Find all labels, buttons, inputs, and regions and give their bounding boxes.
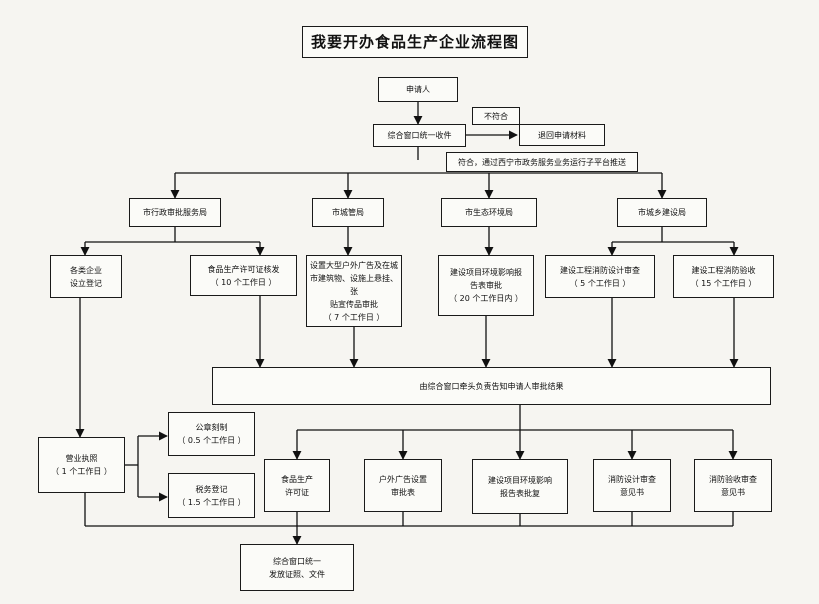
dept-urban-rural-construction: 市城乡建设局 (617, 198, 707, 227)
dept-label: 市行政审批服务局 (143, 208, 207, 217)
dept-ecology-environment: 市生态环境局 (441, 198, 537, 227)
item-line: 税务登记 (195, 484, 228, 494)
item-line: 市建筑物、设施上悬挂、张 (310, 273, 398, 296)
return-materials-text: 退回申请材料 (538, 130, 586, 140)
window-receive-box: 综合窗口统一收件 (373, 124, 466, 147)
item-duration: （ 7 个工作日 ） (323, 312, 385, 322)
item-line: 告表审批 (470, 281, 502, 290)
result-line: 建设项目环境影响 (488, 475, 552, 485)
dept-label: 市生态环境局 (465, 208, 513, 217)
result-eia-reply: 建设项目环境影响 报告表批复 (472, 459, 568, 514)
notify-text: 由综合窗口牵头负责告知申请人审批结果 (419, 381, 564, 391)
final-issuance-box: 综合窗口统一 发放证照、文件 (240, 544, 354, 591)
item-duration: （ 20 个工作日内 ） (449, 294, 523, 303)
item-line: 食品生产许可证核发 (207, 264, 280, 274)
applicant-box: 申请人 (378, 77, 458, 102)
tax-registration-box: 税务登记 （ 1.5 个工作日 ） (168, 473, 255, 518)
item-line: 设立登记 (70, 278, 102, 288)
window-receive-text: 综合窗口统一收件 (387, 131, 452, 140)
result-line: 审批表 (391, 487, 415, 497)
dept-admin-approval: 市行政审批服务局 (129, 198, 221, 227)
final-line: 综合窗口统一 (273, 556, 321, 566)
result-line: 户外广告设置 (379, 474, 427, 484)
item-duration: （ 15 个工作日 ） (690, 278, 757, 288)
item-duration: （ 0.5 个工作日 ） (177, 436, 246, 445)
seal-engraving-box: 公章刻制 （ 0.5 个工作日 ） (168, 412, 255, 456)
dept-label: 市城乡建设局 (638, 208, 686, 217)
item-line: 建设工程消防设计审查 (560, 265, 640, 275)
business-license-box: 营业执照 （ 1 个工作日 ） (38, 437, 125, 493)
pass-note-box: 符合，通过西宁市政务服务业务运行子平台推送 (446, 152, 638, 172)
final-line: 发放证照、文件 (269, 569, 325, 579)
ad-approval-box: 设置大型户外广告及在城 市建筑物、设施上悬挂、张 贴宣传品审批 （ 7 个工作日… (306, 255, 402, 327)
pass-note-text: 符合，通过西宁市政务服务业务运行子平台推送 (458, 157, 626, 167)
page-title: 我要开办食品生产企业流程图 (302, 26, 528, 58)
item-line: 各类企业 (70, 265, 102, 275)
result-line: 食品生产 (281, 474, 313, 484)
return-materials-box: 退回申请材料 (519, 124, 605, 146)
reject-label-text: 不符合 (484, 111, 508, 121)
item-line: 建设工程消防验收 (691, 265, 756, 275)
result-line: 意见书 (620, 487, 644, 497)
item-line: 公章刻制 (195, 423, 228, 432)
item-duration: （ 1.5 个工作日 ） (177, 497, 246, 507)
result-line: 意见书 (721, 487, 745, 497)
item-line: 建设项目环境影响报 (450, 268, 522, 277)
enterprise-registration-box: 各类企业 设立登记 (50, 255, 122, 298)
dept-urban-management: 市城管局 (312, 198, 384, 227)
dept-label: 市城管局 (332, 208, 364, 217)
fire-acceptance-box: 建设工程消防验收 （ 15 个工作日 ） (673, 255, 774, 298)
title-text: 我要开办食品生产企业流程图 (310, 32, 519, 51)
result-fire-design-opinion: 消防设计审查 意见书 (593, 459, 671, 512)
item-duration: （ 1 个工作日 ） (51, 467, 112, 476)
item-line: 营业执照 (65, 454, 98, 463)
item-duration: （ 10 个工作日 ） (210, 277, 277, 287)
item-line: 贴宣传品审批 (330, 299, 378, 309)
item-line: 设置大型户外广告及在城 (310, 260, 398, 270)
item-duration: （ 5 个工作日 ） (569, 278, 631, 288)
result-line: 报告表批复 (500, 488, 540, 498)
food-license-box: 食品生产许可证核发 （ 10 个工作日 ） (190, 255, 297, 296)
eia-approval-box: 建设项目环境影响报 告表审批 （ 20 个工作日内 ） (438, 255, 534, 316)
reject-label-box: 不符合 (472, 107, 520, 125)
result-food-license: 食品生产 许可证 (264, 459, 330, 512)
fire-design-review-box: 建设工程消防设计审查 （ 5 个工作日 ） (545, 255, 655, 298)
result-fire-acceptance-opinion: 消防验收审查 意见书 (694, 459, 772, 512)
applicant-text: 申请人 (406, 85, 430, 94)
result-line: 消防验收审查 (709, 474, 757, 484)
notify-results-bar: 由综合窗口牵头负责告知申请人审批结果 (212, 367, 771, 405)
result-ad-form: 户外广告设置 审批表 (364, 459, 442, 512)
result-line: 许可证 (285, 487, 309, 497)
result-line: 消防设计审查 (608, 474, 656, 484)
